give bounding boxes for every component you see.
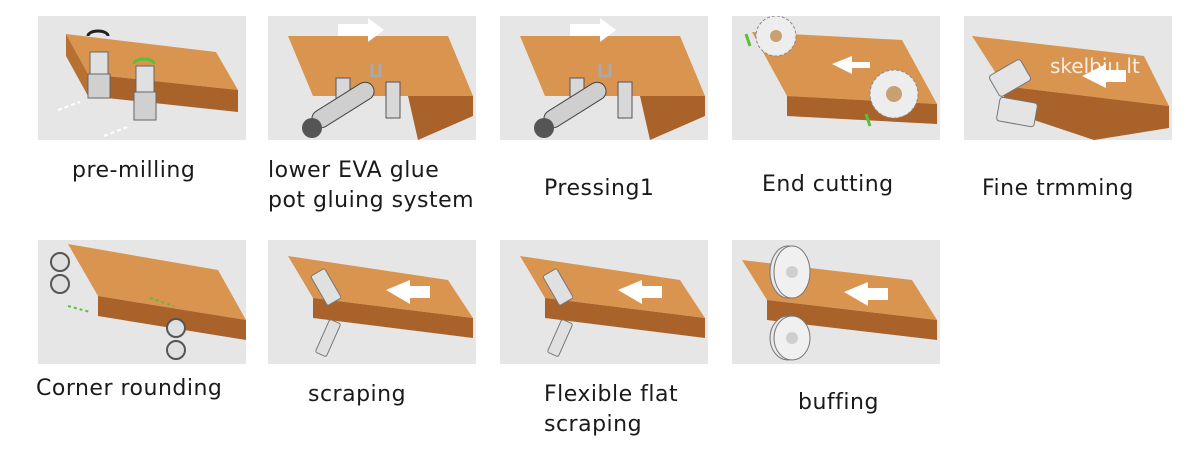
watermark-text: skelbiu.lt — [1050, 54, 1140, 78]
pre-milling-illustration — [38, 16, 246, 140]
buffing-illustration — [732, 240, 940, 364]
step-label: pre-milling — [72, 158, 196, 183]
step-label: Flexible flat scraping — [544, 382, 679, 437]
step-label: scraping — [308, 382, 407, 407]
step-label: End cutting — [762, 172, 894, 197]
flexible-flat-scraping-illustration — [500, 240, 708, 364]
fine-trimming-illustration: skelbiu.lt — [964, 16, 1172, 140]
step-label: Pressing1 — [544, 176, 655, 201]
step-label: Corner rounding — [36, 376, 223, 401]
scraping-illustration — [268, 240, 476, 364]
step-label: lower EVA glue pot gluing system — [268, 158, 475, 213]
end-cutting-illustration — [732, 16, 940, 140]
pressing-illustration — [500, 16, 708, 140]
corner-rounding-illustration — [38, 240, 246, 364]
step-label: buffing — [798, 390, 879, 415]
glue-pot-illustration — [268, 16, 476, 140]
step-label: Fine trmming — [982, 176, 1134, 201]
